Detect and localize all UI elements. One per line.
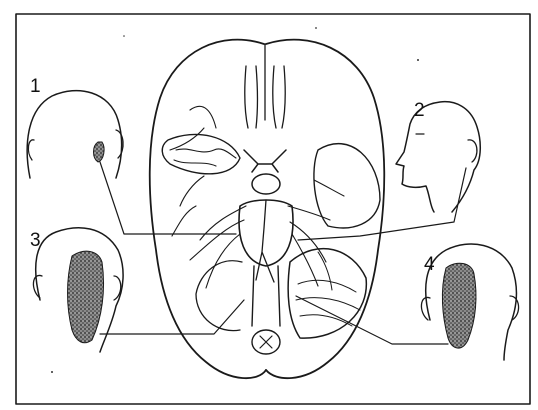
panel-1-head-back: 1 [27,76,123,178]
cerebellum-folia [296,252,360,326]
medulla [252,266,280,326]
olfactory-tract-left [245,66,258,128]
basilar-artery [256,200,274,282]
scan-specks [51,27,419,373]
panel-2-ear [468,140,477,162]
right-hemisphere-outline [266,40,384,379]
left-temporal-lobe [162,134,240,173]
panel-1-ear-left [28,140,34,160]
left-temporal-gyri [174,149,236,166]
cerebellum-left [196,261,242,331]
panel-1-number: 1 [30,76,41,97]
right-temporal-lobe [314,144,380,228]
panel-2-number: 2 [414,100,425,121]
olfactory-tract-right [273,66,286,128]
leader-lines [100,162,466,344]
panel-1-pain-region [94,142,105,162]
pons [239,200,293,266]
panel-3-number: 3 [30,230,41,251]
panel-1-head-outline [27,91,121,178]
left-hemisphere-outline [150,40,266,379]
panel-3-pain-region [68,251,104,343]
panel-2-head-outline [396,102,480,212]
optic-chiasm [244,150,286,172]
leader-line-2 [298,168,466,240]
spinal-cord-marking [260,336,272,348]
panel-2-head-profile: 2 [396,100,480,212]
pituitary-stalk [252,174,280,194]
panel-4-pain-region [442,263,476,348]
brain-base-view [150,40,385,379]
panel-3-head-back: 3 [30,228,123,352]
panel-4-number: 4 [424,254,435,275]
panel-4-head-back: 4 [421,244,518,360]
